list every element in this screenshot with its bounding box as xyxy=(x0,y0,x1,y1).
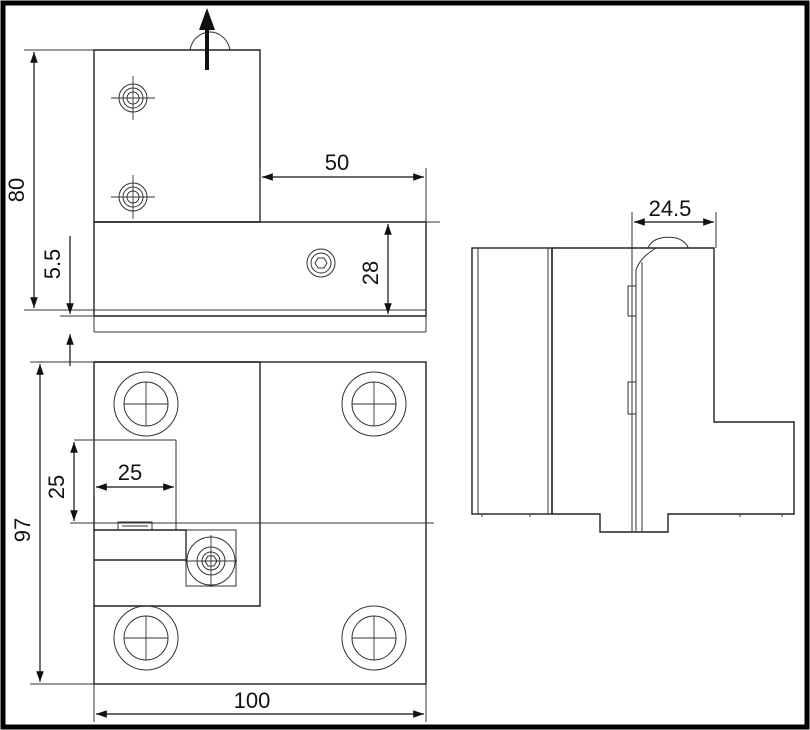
dim-label-top-offset: 5.5 xyxy=(40,249,65,280)
bottom-pocket xyxy=(94,529,187,561)
top-view: 80 5.5 50 28 xyxy=(4,8,440,366)
dim-label-side-depth: 24.5 xyxy=(649,196,692,221)
side-view: 24.5 xyxy=(471,196,795,533)
dim-label-inset-depth: 25 xyxy=(118,460,142,485)
side-top-hook xyxy=(647,236,689,249)
dim-label-bottom-height: 97 xyxy=(10,518,35,542)
dim-label-top-height: 80 xyxy=(4,178,29,202)
dim-label-arm-height: 28 xyxy=(358,261,383,285)
screw-hole-icon xyxy=(185,535,237,587)
bottom-inner-plate xyxy=(94,361,261,607)
screw-hole-icon xyxy=(111,76,155,120)
screw-hole-icon xyxy=(111,175,155,219)
screw-hole-icon xyxy=(341,605,407,671)
bottom-slot xyxy=(117,521,153,530)
top-bump xyxy=(189,31,231,51)
side-left-block xyxy=(471,247,553,515)
screw-hole-icon xyxy=(113,371,179,437)
dim-label-bottom-width: 100 xyxy=(234,688,271,713)
dim-label-arm-length: 50 xyxy=(325,150,349,175)
screw-hole-icon xyxy=(306,248,336,278)
direction-arrow-icon xyxy=(199,8,215,70)
dim-label-inset-height: 25 xyxy=(44,475,69,499)
screw-hole-icon xyxy=(341,371,407,437)
side-main-body xyxy=(551,247,795,533)
screw-hole-icon xyxy=(113,605,179,671)
bottom-view: 97 25 25 100 xyxy=(10,361,434,722)
